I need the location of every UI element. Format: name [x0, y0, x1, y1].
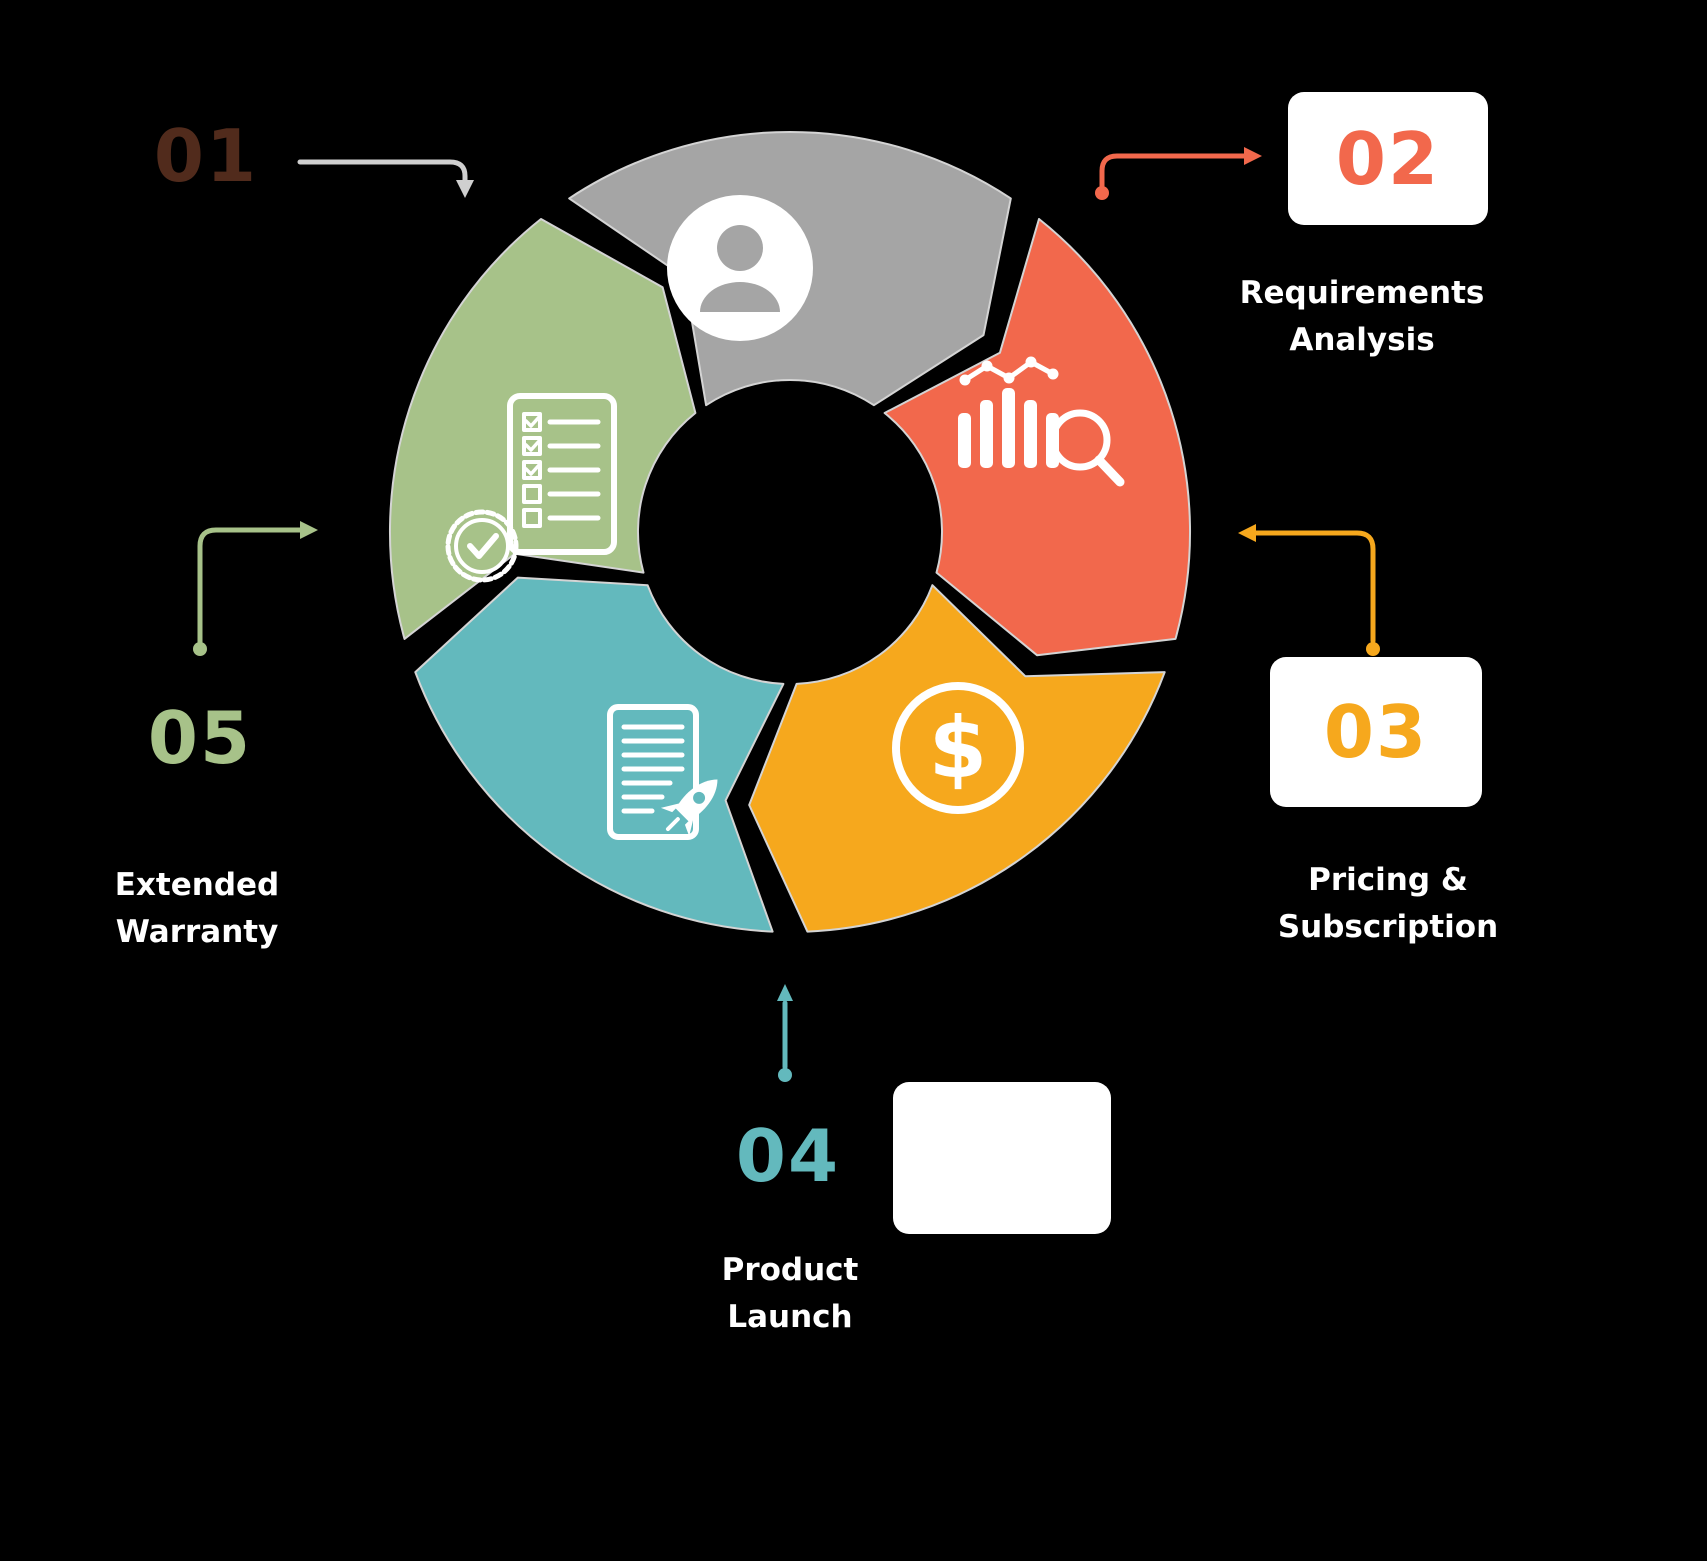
connector-05-line	[197, 527, 303, 645]
document-rocket-icon	[607, 704, 718, 840]
segment-02	[883, 218, 1192, 657]
connector-05	[193, 521, 318, 656]
connector-04-arrow-icon	[777, 984, 793, 1001]
step-03-card: 03	[1270, 657, 1482, 807]
dollar-coin-icon: $	[892, 682, 1024, 814]
connector-05-dot	[193, 642, 207, 656]
connector-03-line	[1253, 530, 1376, 644]
step-04-card	[893, 1082, 1111, 1234]
segment-04	[414, 576, 785, 933]
connector-03	[1238, 524, 1380, 656]
step-04-number: 04	[735, 1114, 841, 1198]
step-03-label-line1: Pricing &	[1308, 862, 1468, 898]
connector-03-dot	[1366, 642, 1380, 656]
step-02-label-line2: Analysis	[1289, 321, 1435, 358]
connector-01	[297, 159, 474, 198]
step-01-number: 01	[153, 114, 259, 198]
connector-04-dot	[778, 1068, 792, 1082]
step-05-number: 05	[147, 696, 253, 780]
dollar-glyph: $	[929, 699, 987, 797]
step-03-label: Pricing & Subscription	[1263, 857, 1513, 950]
connector-02-arrow-icon	[1244, 147, 1262, 165]
step-03-label-line2: Subscription	[1277, 908, 1499, 945]
step-04-label: Product Launch	[687, 1247, 893, 1340]
segment-05	[388, 218, 697, 640]
step-04-label-line1: Product	[721, 1252, 859, 1288]
connector-02-dot	[1095, 186, 1109, 200]
connector-05-arrow-icon	[300, 521, 318, 539]
step-05-label: Extended Warranty	[47, 862, 347, 955]
step-04-label-line2: Launch	[727, 1298, 853, 1335]
connector-03-arrow-icon	[1238, 524, 1256, 542]
connector-04	[777, 984, 793, 1082]
person-icon	[667, 195, 813, 341]
checklist-badge-icon	[445, 393, 617, 583]
connector-01-arrow-icon	[456, 180, 474, 198]
step-02-card: 02	[1288, 92, 1488, 225]
connector-02	[1095, 147, 1262, 200]
step-02-label: Requirements Analysis	[1237, 270, 1487, 363]
step-02-number: 02	[1335, 116, 1441, 201]
step-03-number: 03	[1323, 690, 1429, 774]
step-05-label-line1: Extended Warranty	[114, 867, 280, 950]
segment-03	[748, 584, 1166, 933]
connector-02-line	[1099, 153, 1247, 189]
step-02-label-line1: Requirements	[1239, 275, 1485, 311]
process-ring	[388, 131, 1192, 933]
connector-01-line	[297, 159, 468, 183]
bar-chart-magnifier-icon	[958, 356, 1125, 487]
